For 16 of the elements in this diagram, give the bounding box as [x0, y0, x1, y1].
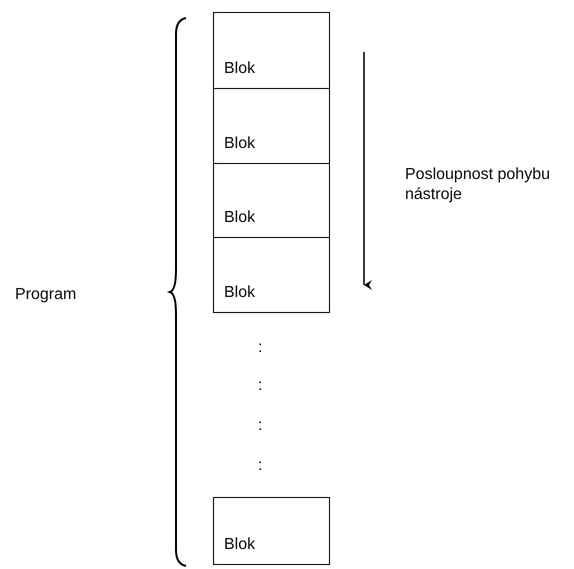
block-box [213, 237, 330, 313]
ellipsis-mark: : [258, 416, 262, 436]
block-box [213, 163, 330, 238]
block-box [213, 88, 330, 164]
ellipsis-mark: : [258, 338, 262, 358]
block-label: Blok [224, 209, 256, 227]
block-box [213, 12, 330, 89]
ellipsis-mark: : [258, 376, 262, 396]
block-label: Blok [224, 536, 256, 554]
block-label: Blok [224, 135, 256, 153]
block-label: Blok [224, 284, 256, 302]
block-label: Blok [224, 60, 256, 78]
program-label: Program [15, 285, 76, 305]
sequence-note: Posloupnost pohybu nástroje [405, 165, 551, 205]
block-box [213, 497, 330, 565]
ellipsis-mark: : [258, 456, 262, 476]
